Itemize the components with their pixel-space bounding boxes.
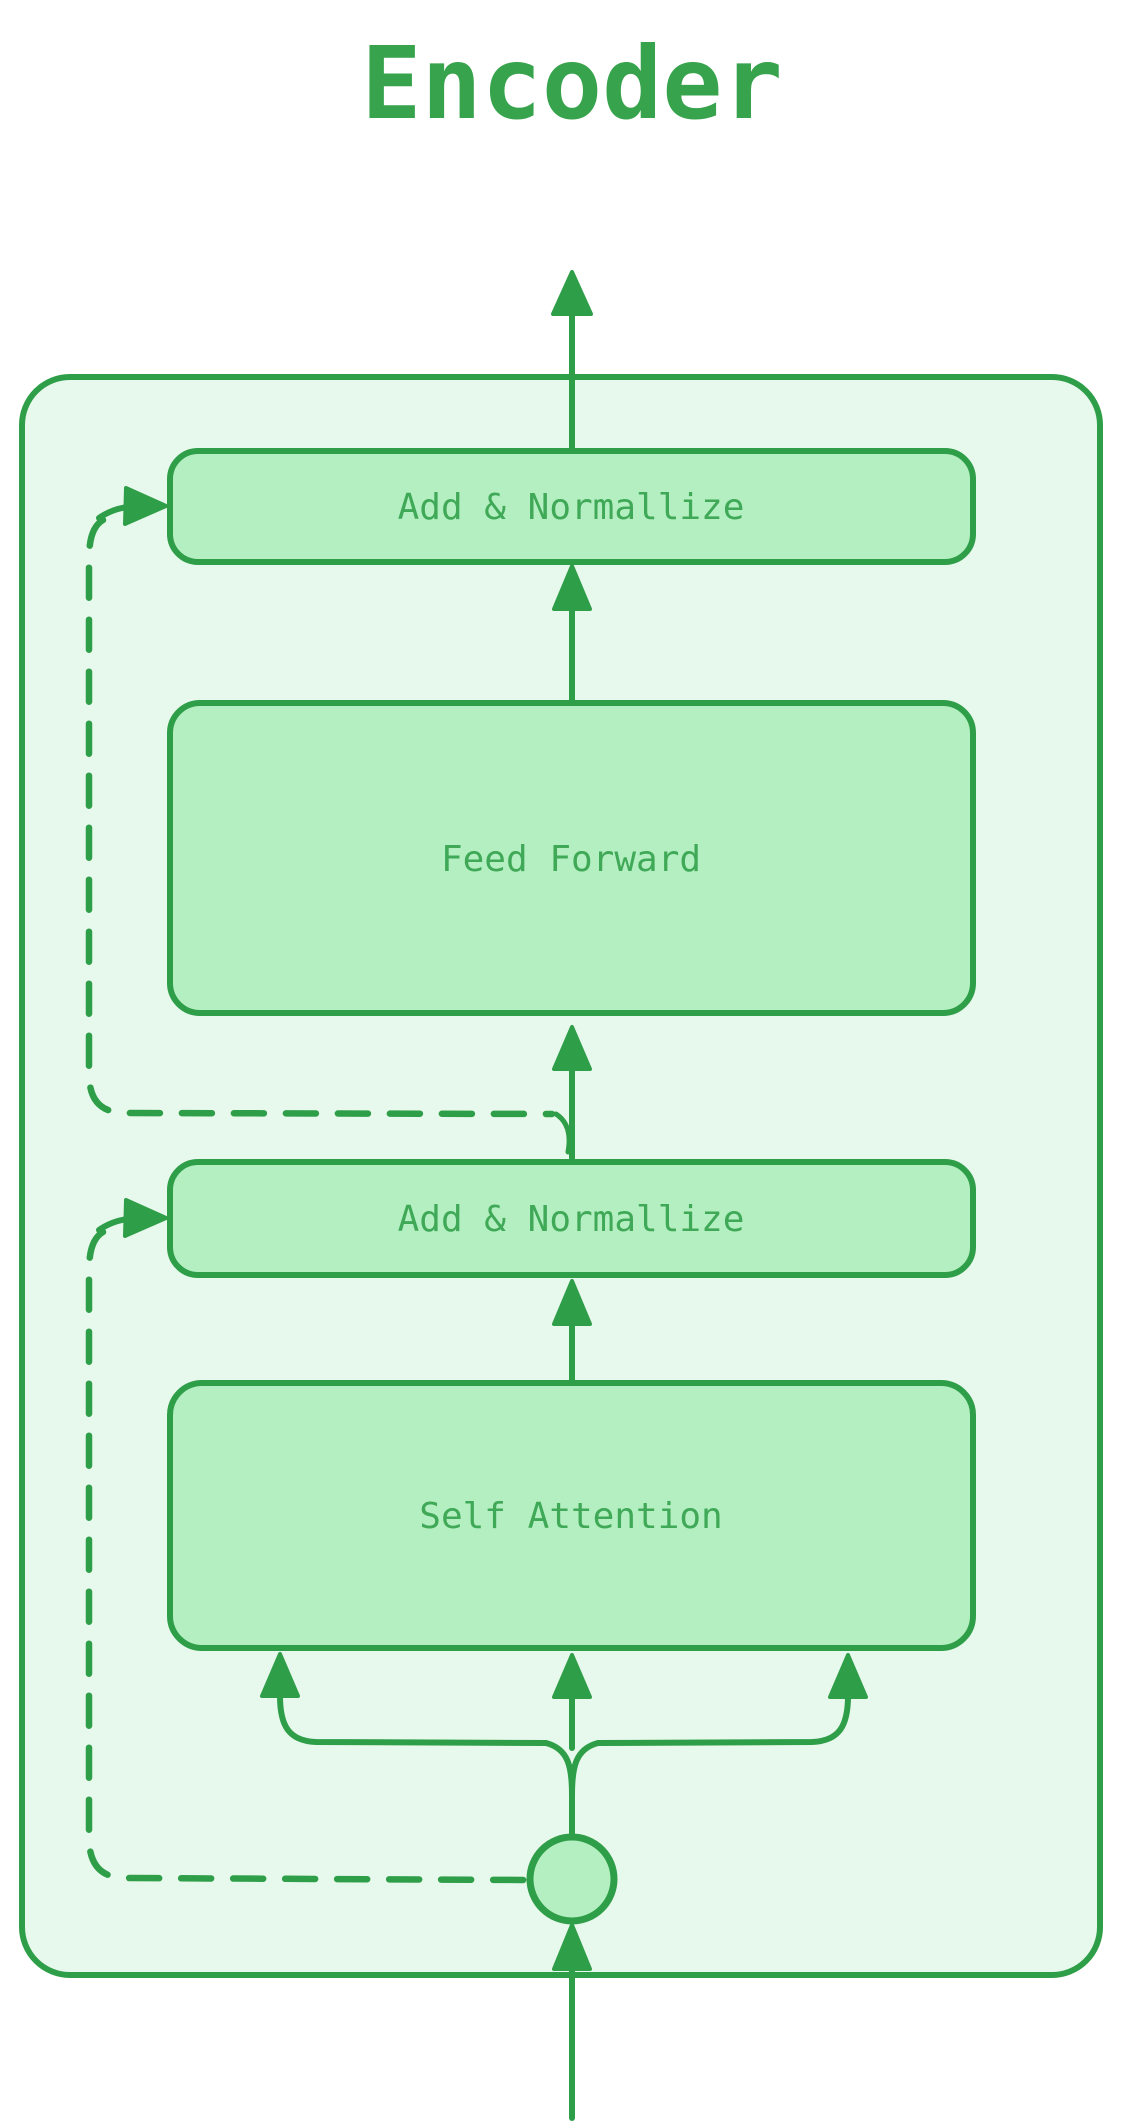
input-split-left-arm xyxy=(277,1693,549,1746)
input-split-center-arrowhead-icon xyxy=(552,1653,592,1699)
block-self-attention xyxy=(167,1380,976,1651)
block-add-normalize-top xyxy=(167,448,976,565)
input-split-right-arm xyxy=(595,1693,851,1746)
output-arrowhead-icon xyxy=(551,270,593,316)
block-add-normalize-top-label: Add & Normallize xyxy=(398,487,745,528)
block-add-normalize-bottom xyxy=(167,1159,976,1278)
block-add-normalize-bottom-label: Add & Normallize xyxy=(398,1199,745,1240)
residual-connection-1-dashed-line xyxy=(85,516,556,1118)
arrow-selfattn-to-addnorm-arrowhead-icon xyxy=(552,1279,592,1326)
residual-connection-1-junction-flourish xyxy=(553,1111,572,1155)
input-split-right-arrowhead-icon xyxy=(828,1653,868,1699)
input-junction-circle xyxy=(526,1833,618,1925)
input-split-left-arrowhead-icon xyxy=(260,1652,300,1698)
arrow-addnorm2-to-ff-arrowhead-icon xyxy=(552,1025,592,1071)
input-arrowhead-icon xyxy=(552,1923,592,1971)
arrow-ff-to-addnorm-arrowhead-icon xyxy=(552,564,592,611)
block-feed-forward-label: Feed Forward xyxy=(441,839,701,880)
residual-arrow-1-arrowhead-icon xyxy=(123,486,168,526)
block-feed-forward xyxy=(167,700,976,1016)
input-split-merge-stem-right xyxy=(569,1740,601,1798)
block-self-attention-label: Self Attention xyxy=(419,1496,722,1537)
residual-connection-2-dashed-line xyxy=(85,1228,528,1884)
residual-arrow-2-arrowhead-icon xyxy=(123,1198,168,1238)
diagram-title: Encoder xyxy=(361,25,782,142)
